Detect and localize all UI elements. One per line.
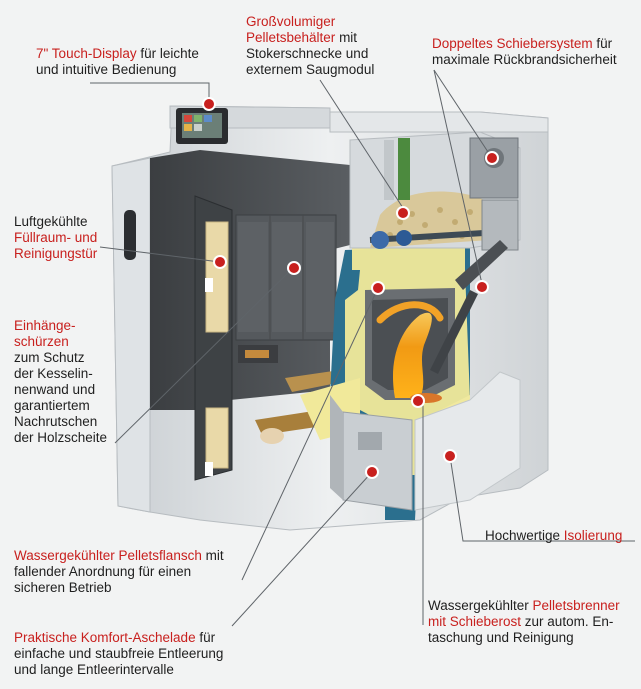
marker-aprons [287, 261, 301, 275]
fill-door [194, 195, 233, 481]
body-text: und intuitive Bedienung [36, 62, 177, 77]
marker-flange [371, 281, 385, 295]
body-text: maximale Rückbrandsicherheit [432, 52, 617, 67]
callout-line: Reinigungstür [14, 246, 97, 262]
marker-ash [365, 465, 379, 479]
marker-insulation [443, 449, 457, 463]
callout-line: Großvolumiger [246, 14, 374, 30]
slide-system [430, 137, 519, 374]
marker-hopper [396, 206, 410, 220]
callout-line: garantiertem [14, 398, 107, 414]
callout-line: Stokerschnecke und [246, 46, 374, 62]
touch-display [176, 108, 228, 144]
callout-line: der Kesselin- [14, 366, 107, 382]
body-text: der Kesselin- [14, 366, 93, 381]
body-text: zur autom. En- [521, 614, 614, 629]
callout-line: mit Schieberost zur autom. En- [428, 614, 620, 630]
callout-markers [202, 97, 499, 479]
callout-line: Doppeltes Schiebersystem für [432, 36, 617, 52]
callout-line: 7" Touch-Display für leichte [36, 46, 199, 62]
callout-line: externem Saugmodul [246, 62, 374, 78]
body-text: mit [335, 30, 358, 45]
marker-door [213, 255, 227, 269]
body-text: Luftgekühlte [14, 214, 88, 229]
body-text: und lange Entleerintervalle [14, 662, 174, 677]
callout-line: Praktische Komfort-Aschelade für [14, 630, 223, 646]
body-text: taschung und Reinigung [428, 630, 574, 645]
marker-display [202, 97, 216, 111]
insulated-housing [414, 371, 521, 511]
body-text: für [592, 36, 613, 51]
callout-line: Nachrutschen [14, 414, 107, 430]
callout-line: Hochwertige Isolierung [485, 528, 622, 544]
body-text: der Holzscheite [14, 430, 108, 445]
highlight-text: Wassergekühlter Pelletsflansch [14, 548, 202, 563]
body-text: einfache und staubfreie Entleerung [14, 646, 224, 661]
body-text: mit [201, 548, 224, 563]
callout-line: schürzen [14, 334, 107, 350]
highlight-text: Praktische Komfort-Aschelade [14, 630, 196, 645]
callout-line: nenwand und [14, 382, 107, 398]
body-text: garantiertem [14, 398, 90, 413]
callout-insulation: Hochwertige Isolierung [485, 528, 622, 544]
callout-line: maximale Rückbrandsicherheit [432, 52, 617, 68]
body-text: Stokerschnecke und [246, 46, 369, 61]
marker-slide-lower [475, 280, 489, 294]
callout-line: Einhänge- [14, 318, 107, 334]
marker-slide-upper [485, 151, 499, 165]
body-text: für [195, 630, 216, 645]
highlight-text: Füllraum- und [14, 230, 98, 245]
callout-line: Luftgekühlte [14, 214, 97, 230]
pellet-burner [365, 288, 455, 403]
leader-lines [90, 69, 635, 627]
highlight-text: Reinigungstür [14, 246, 98, 261]
body-text: zum Schutz [14, 350, 85, 365]
highlight-text: 7" Touch-Display [36, 46, 137, 61]
highlight-text: Isolierung [563, 528, 623, 543]
highlight-text: Pelletsbehälter [246, 30, 336, 45]
callout-line: Wassergekühlter Pelletsflansch mit [14, 548, 224, 564]
body-text: externem Saugmodul [246, 62, 375, 77]
body-text: Nachrutschen [14, 414, 98, 429]
highlight-text: Pelletsbrenner [532, 598, 620, 613]
highlight-text: Einhänge- [14, 318, 76, 333]
body-text: fallender Anordnung für einen [14, 564, 192, 579]
callout-line: und lange Entleerintervalle [14, 662, 223, 678]
highlight-text: Doppeltes Schiebersystem [432, 36, 593, 51]
callout-line: Füllraum- und [14, 230, 97, 246]
callout-line: taschung und Reinigung [428, 630, 620, 646]
callout-line: und intuitive Bedienung [36, 62, 199, 78]
callout-line: einfache und staubfreie Entleerung [14, 646, 223, 662]
body-text: Hochwertige [485, 528, 564, 543]
body-text: Wassergekühlter [428, 598, 533, 613]
callout-line: sicheren Betrieb [14, 580, 224, 596]
callout-line: Pelletsbehälter mit [246, 30, 374, 46]
body-text: nenwand und [14, 382, 96, 397]
door-handle [124, 210, 136, 260]
callout-line: der Holzscheite [14, 430, 107, 446]
body-text: für leichte [136, 46, 199, 61]
body-text: sicheren Betrieb [14, 580, 112, 595]
callout-line: zum Schutz [14, 350, 107, 366]
marker-burner [411, 394, 425, 408]
highlight-text: schürzen [14, 334, 69, 349]
highlight-text: mit Schieberost [428, 614, 522, 629]
callout-line: fallender Anordnung für einen [14, 564, 224, 580]
highlight-text: Großvolumiger [246, 14, 336, 29]
callout-line: Wassergekühlter Pelletsbrenner [428, 598, 620, 614]
wood-chamber [150, 150, 350, 410]
